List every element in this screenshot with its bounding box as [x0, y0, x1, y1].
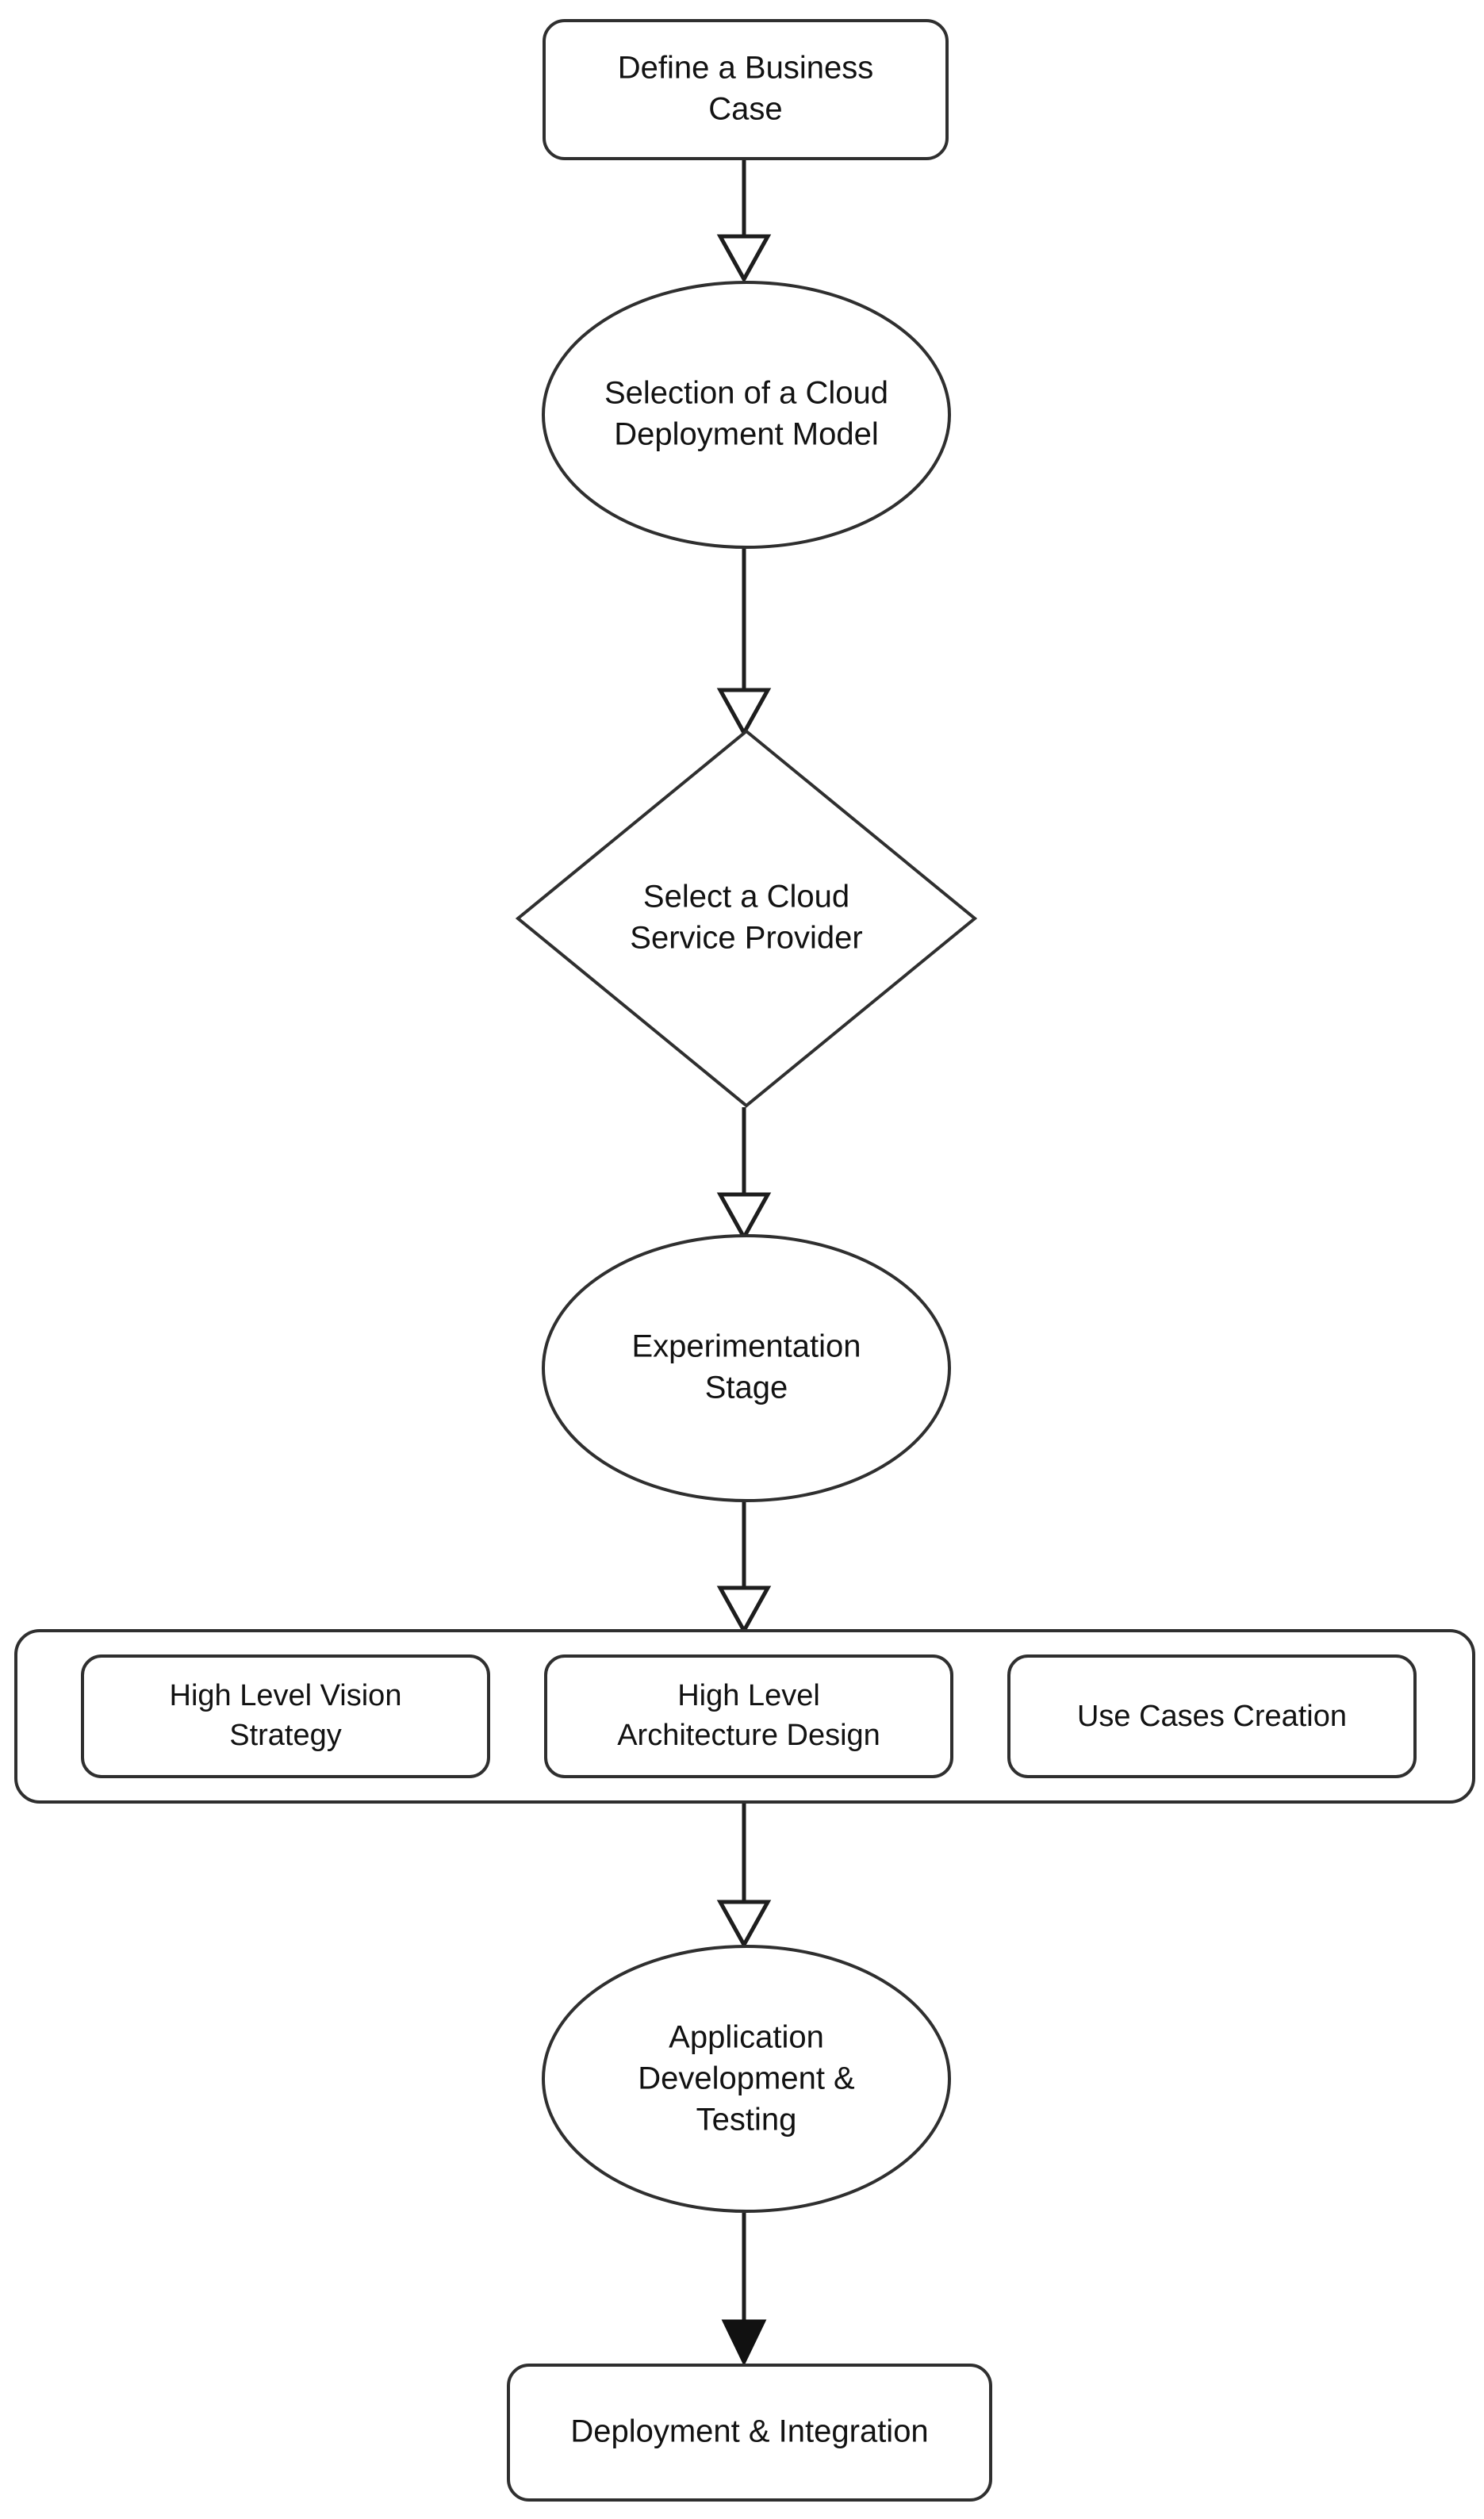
high-level-vision-strategy-shape[interactable] — [81, 1654, 490, 1778]
high-level-architecture-design-label-line-2: Architecture Design — [617, 1719, 880, 1752]
node-planning-group: High Level Vision Strategy High Level Ar… — [14, 1629, 1475, 1804]
selection-cloud-deployment-model-shape[interactable] — [542, 281, 951, 549]
use-cases-creation-shape[interactable] — [1007, 1654, 1417, 1778]
selection-cloud-deployment-model-label-line-2: Deployment Model — [614, 417, 879, 452]
edge-group-to-appdev — [716, 1802, 772, 1950]
use-cases-creation-label-line-1: Use Cases Creation — [1077, 1700, 1347, 1733]
high-level-vision-strategy-label-line-2: Strategy — [229, 1719, 342, 1752]
node-define-business-case[interactable]: Define a Business Case — [543, 19, 949, 160]
edge-appdev-to-deployment — [721, 2213, 767, 2367]
node-high-level-vision-strategy[interactable]: High Level Vision Strategy — [81, 1654, 490, 1778]
experimentation-stage-shape[interactable] — [542, 1234, 951, 1502]
edge-selection-to-provider — [716, 547, 772, 738]
deployment-integration-shape[interactable] — [507, 2364, 992, 2502]
node-experimentation-stage[interactable]: Experimentation Stage — [542, 1234, 951, 1502]
node-application-development-testing[interactable]: Application Development & Testing — [542, 1945, 951, 2213]
experimentation-stage-label-line-2: Stage — [705, 1371, 788, 1405]
edge-experimentation-to-group — [716, 1499, 772, 1635]
high-level-vision-strategy-label-line-1: High Level Vision — [170, 1679, 402, 1712]
define-business-case-label-line-2: Case — [708, 92, 782, 127]
node-selection-cloud-deployment-model[interactable]: Selection of a Cloud Deployment Model — [542, 281, 951, 549]
application-development-testing-label-line-1: Application — [669, 2020, 824, 2055]
edge-provider-to-experimentation — [716, 1107, 772, 1242]
define-business-case-shape[interactable] — [543, 19, 949, 160]
application-development-testing-shape[interactable] — [542, 1945, 951, 2213]
select-cloud-service-provider-shape[interactable] — [515, 729, 978, 1108]
experimentation-stage-label-line-1: Experimentation — [631, 1329, 861, 1364]
deployment-integration-label-line-1: Deployment & Integration — [570, 2414, 928, 2449]
application-development-testing-label-line-2: Development & — [638, 2061, 855, 2096]
high-level-architecture-design-label-line-1: High Level — [677, 1679, 820, 1712]
node-deployment-integration[interactable]: Deployment & Integration — [507, 2364, 992, 2502]
define-business-case-label-line-1: Define a Business — [618, 51, 873, 86]
node-high-level-architecture-design[interactable]: High Level Architecture Design — [544, 1654, 953, 1778]
select-cloud-service-provider-label-line-1: Select a Cloud — [643, 880, 849, 914]
high-level-architecture-design-shape[interactable] — [544, 1654, 953, 1778]
edge-define-to-selection — [716, 159, 772, 284]
application-development-testing-label-line-3: Testing — [696, 2103, 797, 2138]
node-use-cases-creation[interactable]: Use Cases Creation — [1007, 1654, 1417, 1778]
selection-cloud-deployment-model-label-line-1: Selection of a Cloud — [604, 376, 888, 411]
select-cloud-service-provider-label-line-2: Service Provider — [630, 921, 862, 956]
node-select-cloud-service-provider[interactable]: Select a Cloud Service Provider — [515, 729, 978, 1108]
